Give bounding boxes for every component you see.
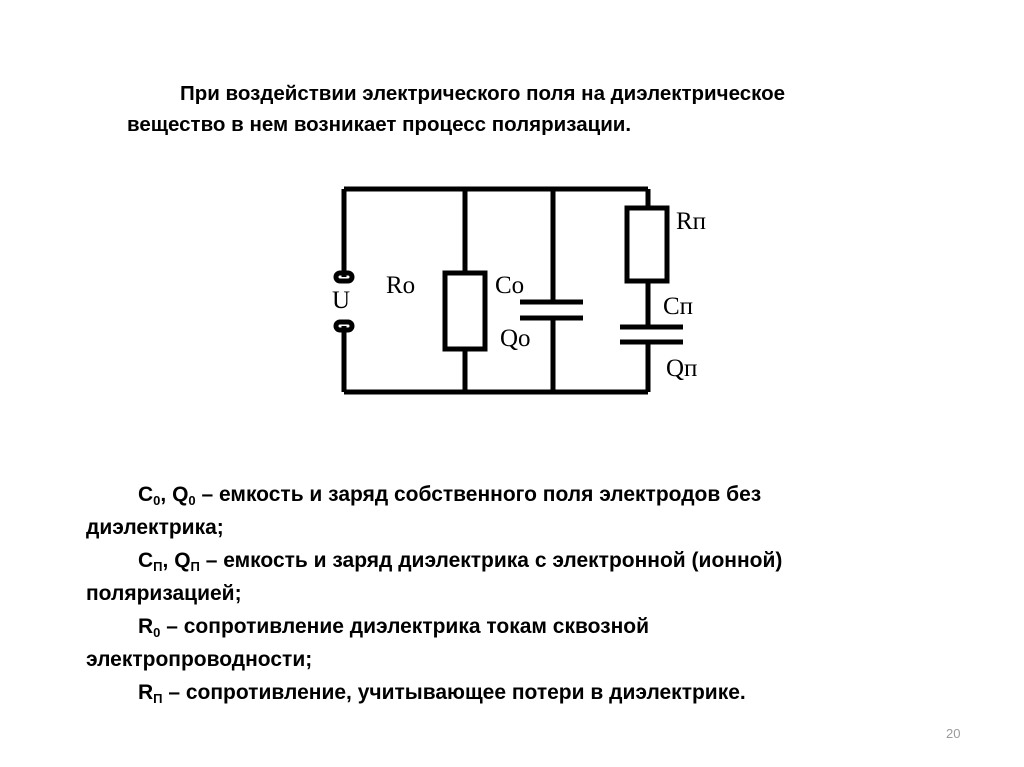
intro-line-2: вещество в нем возникает процесс поляриз…: [127, 113, 632, 136]
intro-line-1: При воздействии электрического поля на д…: [180, 82, 786, 105]
resistor-rp: [624, 205, 670, 284]
voltage-terminal-top: [333, 270, 355, 284]
voltage-terminal-bottom: [333, 319, 355, 333]
intro-text: При воздействии электрического поля на д…: [127, 78, 967, 140]
legend-item-r0: R0 – сопротивление диэлектрика токам скв…: [138, 615, 649, 640]
label-cp: Cп: [663, 293, 693, 320]
legend-item-c0-q0: C0, Q0 – емкость и заряд собственного по…: [138, 483, 762, 508]
capacitor-c0: [520, 299, 583, 321]
legend-item-cp-qp-cont: поляризацией;: [86, 582, 242, 605]
label-rp: Rп: [676, 208, 706, 235]
label-u: U: [332, 287, 350, 314]
label-qp: Qп: [666, 355, 697, 382]
legend-item-cp-qp: CП, QП – емкость и заряд диэлектрика с э…: [138, 549, 783, 574]
legend-item-c0-q0-cont: диэлектрика;: [86, 516, 224, 539]
legend-item-rp: RП – сопротивление, учитывающее потери в…: [138, 681, 746, 706]
capacitor-cp: [620, 324, 683, 345]
resistor-r0: [442, 270, 488, 352]
label-c0: Co: [495, 272, 524, 299]
label-r0: Ro: [386, 272, 415, 299]
legend: C0, Q0 – емкость и заряд собственного по…: [86, 478, 986, 709]
legend-item-r0-cont: электропроводности;: [86, 648, 313, 671]
label-q0: Qo: [500, 325, 531, 352]
page-number: 20: [946, 726, 961, 741]
